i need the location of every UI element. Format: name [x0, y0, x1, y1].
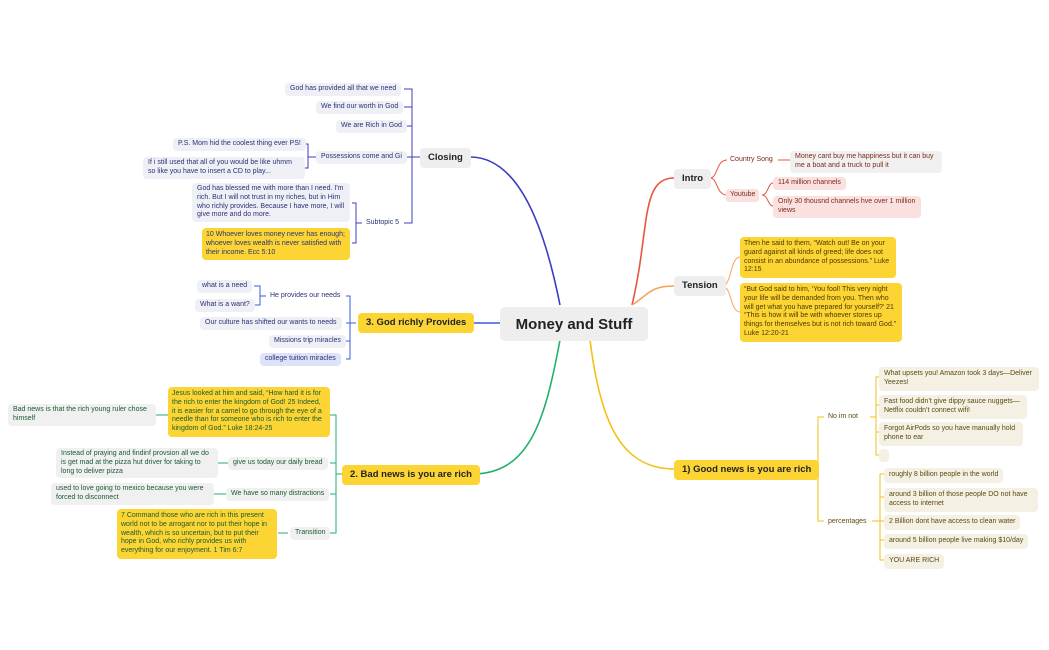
note-rich-young-ruler[interactable]: Bad news is that the rich young ruler ch…: [8, 404, 156, 426]
node-country-song[interactable]: Country Song: [730, 156, 773, 163]
note-worth-in-god[interactable]: We find our worth in God: [316, 101, 404, 114]
note-youtube-views[interactable]: Only 30 thousnd channels hve over 1 mill…: [773, 196, 921, 218]
note-what-is-need[interactable]: what is a need: [197, 280, 253, 293]
node-youtube[interactable]: Youtube: [726, 189, 760, 202]
note-internet[interactable]: around 3 billion of those people DO not …: [884, 488, 1038, 512]
note-pizza[interactable]: Instead of praying and findinf provsion …: [56, 448, 218, 479]
note-cd[interactable]: If i still used that all of you would be…: [143, 157, 305, 179]
branch-bad-news[interactable]: 2. Bad news is you are rich: [342, 465, 480, 485]
note-you-are-rich[interactable]: YOU ARE RICH: [884, 554, 945, 569]
node-distractions[interactable]: We have so many distractions: [226, 488, 330, 501]
node-percentages[interactable]: percentages: [828, 518, 867, 525]
note-luke-12-20[interactable]: “But God said to him, ‘You fool! This ve…: [740, 283, 902, 342]
branch-god-provides[interactable]: 3. God richly Provides: [358, 313, 475, 333]
branch-intro[interactable]: Intro: [674, 169, 712, 189]
note-rich-in-god[interactable]: We are Rich in God: [336, 120, 407, 133]
node-he-provides[interactable]: He provides our needs: [270, 292, 341, 299]
branch-good-news[interactable]: 1) Good news is you are rich: [674, 460, 820, 480]
node-subtopic-5[interactable]: Subtopic 5: [366, 219, 400, 226]
node-no-im-not[interactable]: No im not: [828, 413, 858, 420]
note-clean-water[interactable]: 2 Billion dont have access to clean wate…: [884, 515, 1021, 530]
node-possessions[interactable]: Possessions come and Gi: [316, 151, 407, 164]
note-college-tuition[interactable]: college tuition miracles: [260, 353, 341, 366]
note-1-tim[interactable]: 7 Command those who are rich in this pre…: [117, 509, 277, 559]
note-airpods[interactable]: Forgot AirPods so you have manually hold…: [879, 422, 1023, 446]
note-empty[interactable]: [879, 449, 889, 462]
node-transition[interactable]: Transition: [290, 527, 331, 540]
branch-closing[interactable]: Closing: [420, 148, 471, 168]
note-missions-trip[interactable]: Missions trip miracles: [269, 335, 346, 348]
note-culture-shift[interactable]: Our culture has shifted our wants to nee…: [200, 317, 342, 330]
note-mexico[interactable]: used to love going to mexico because you…: [51, 483, 214, 505]
note-god-provided[interactable]: God has provided all that we need: [285, 83, 402, 96]
note-10-per-day[interactable]: around 5 billion people live making $10/…: [884, 534, 1029, 549]
note-ecc-5-10[interactable]: 10 Whoever loves money never has enough;…: [202, 228, 350, 261]
branch-tension[interactable]: Tension: [674, 276, 726, 296]
central-topic[interactable]: Money and Stuff: [500, 307, 648, 341]
note-youtube-channels[interactable]: 114 million channels: [773, 177, 846, 190]
note-8-billion[interactable]: roughly 8 billion people in the world: [884, 468, 1004, 483]
note-what-is-want[interactable]: What is a want?: [195, 299, 255, 312]
note-god-blessed[interactable]: God has blessed me with more than I need…: [192, 183, 350, 222]
note-ps-mom[interactable]: P.S. Mom hid the coolest thing ever PS!: [173, 138, 306, 151]
note-country-song[interactable]: Money cant buy me happiness but it can b…: [790, 151, 942, 173]
note-luke-18[interactable]: Jesus looked at him and said, “How hard …: [168, 387, 330, 437]
note-fast-food[interactable]: Fast food didn’t give dippy sauce nugget…: [879, 395, 1027, 419]
note-luke-12-15[interactable]: Then he said to them, “Watch out! Be on …: [740, 237, 896, 278]
note-amazon[interactable]: What upsets you! Amazon took 3 days—Deli…: [879, 367, 1039, 391]
node-daily-bread[interactable]: give us today our daily bread: [228, 457, 328, 470]
